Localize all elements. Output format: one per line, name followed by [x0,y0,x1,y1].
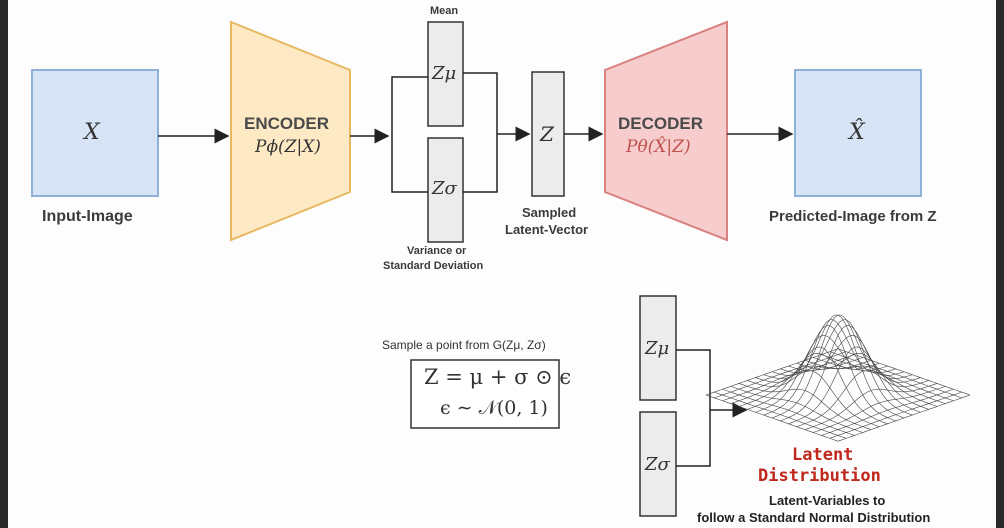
gaussian-wire [837,394,971,442]
gaussian-wire [771,314,905,419]
sample-caption: Sample a point from G(Zμ, Zσ) [382,338,546,352]
z-sampled-box [531,71,565,197]
encoder-trapezoid [230,20,351,242]
input-symbol: X [84,120,100,145]
gaussian-wire [813,386,946,433]
gaussian-wire [804,383,938,430]
gaussian-wire [738,383,872,430]
gaussian-wire [755,346,888,425]
sampled-label-line2: Latent-Vector [505,222,589,237]
equation-line2: ϵ ∼ 𝒩(0, 1) [440,397,548,419]
latent-title-line1: Latent [792,445,854,465]
decoder-trapezoid [604,20,728,242]
split-connector [391,76,428,193]
z-sigma-symbol: Zσ [432,178,457,199]
encoder-title: ENCODER [244,114,330,133]
gaussian-surface-3d [705,314,971,442]
input-image-box [31,69,159,197]
latent-title-line2: Distribution [758,466,881,486]
sampled-label-line1: Sampled [522,205,577,220]
z-mu-symbol: Zμ [432,63,457,84]
variance-label-line1: Variance or [407,245,467,257]
gaussian-wire [771,314,905,419]
gaussian-wire [730,386,863,433]
bottom-z-mu-symbol: Zμ [645,338,670,359]
gaussian-wire [780,325,913,422]
variance-label-line2: Standard Deviation [383,260,484,272]
bottom-connector [676,349,711,467]
gaussian-wire [722,388,855,436]
mean-label: Mean [430,5,459,17]
gaussian-wire [821,388,954,436]
latent-caption-line2: follow a Standard Normal Distribution [697,510,931,525]
latent-caption-line1: Latent-Variables to [769,493,886,508]
gaussian-wire [714,391,847,439]
gaussian-wire [829,351,962,399]
gaussian-wire [788,346,921,425]
z-symbol: Z [540,122,554,146]
gaussian-wire [714,351,847,399]
output-caption: Predicted-Image from Z [769,208,937,225]
equation-box [410,359,560,429]
z-mu-box [427,21,464,127]
bottom-z-sigma-box [639,411,677,517]
decoder-title: DECODER [618,114,704,133]
input-caption: Input-Image [42,208,133,225]
gaussian-wire [796,370,929,427]
decoder-formula: Pθ(X̂|Z) [626,137,691,157]
bottom-z-sigma-symbol: Zσ [645,454,670,475]
equation-line1: Z = μ + σ ⊙ ϵ [424,365,572,389]
gaussian-wire [747,370,880,427]
encoder-formula: Pϕ(Z|X) [255,137,321,157]
merge-connector [463,72,498,193]
z-sigma-box [427,137,464,243]
gaussian-wire [829,391,962,439]
output-image-box [794,69,922,197]
gaussian-wire [763,325,896,422]
output-symbol: X̂ [849,120,865,145]
bottom-z-mu-box [639,295,677,401]
gaussian-wire [705,394,839,442]
